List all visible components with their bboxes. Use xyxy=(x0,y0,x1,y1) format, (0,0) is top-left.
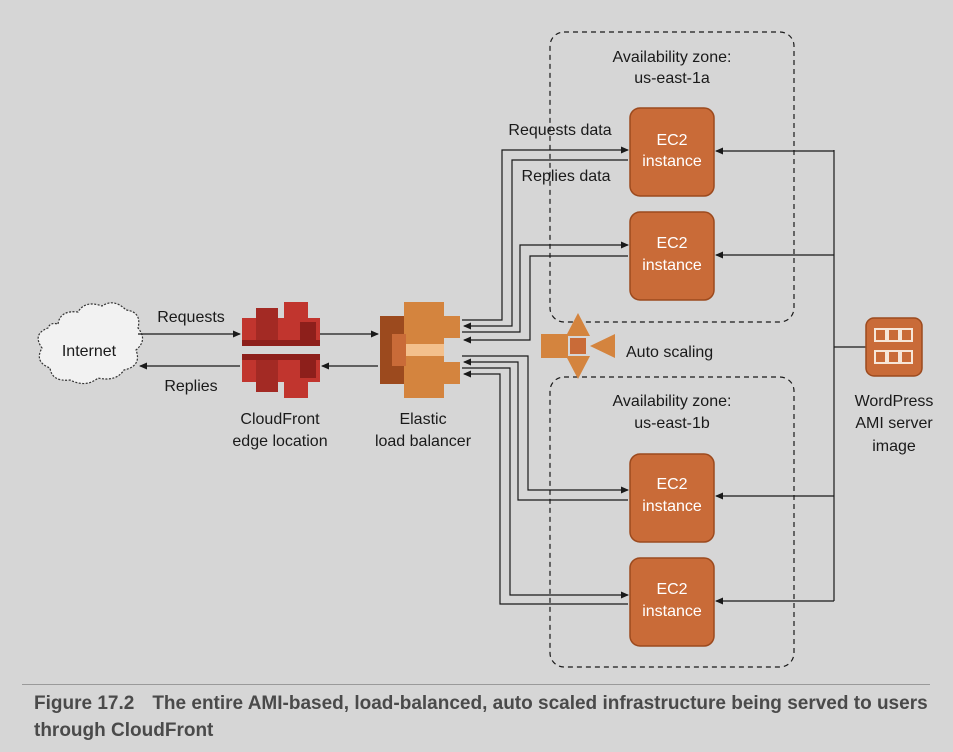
zone-a-name: us-east-1a xyxy=(634,70,710,87)
auto-scaling-label: Auto scaling xyxy=(626,344,713,361)
ec2-instance-4: EC2 instance xyxy=(629,557,715,647)
elb-label-2: load balancer xyxy=(375,433,472,450)
ec2-3-label-2: instance xyxy=(642,498,702,515)
ec2-2-label-1: EC2 xyxy=(656,235,687,252)
availability-zone-a xyxy=(549,31,795,323)
ec2-3-label-1: EC2 xyxy=(656,476,687,493)
elb-to-ec2-3-arrow xyxy=(462,355,629,494)
ec2-1-to-elb-arrow xyxy=(463,159,628,330)
ami-label-1: WordPress xyxy=(855,393,934,410)
ec2-1-label-1: EC2 xyxy=(656,132,687,149)
caption-rule xyxy=(22,684,930,685)
cloudfront-label-1: CloudFront xyxy=(240,411,320,428)
ami-label-2: AMI server xyxy=(855,415,933,432)
ec2-instance-3: EC2 instance xyxy=(629,453,715,543)
internet-label: Internet xyxy=(62,343,117,360)
replies-label: Replies xyxy=(164,378,217,395)
elb-to-ec2-2-arrow xyxy=(462,241,629,333)
requests-label: Requests xyxy=(157,309,225,326)
ec2-1-label-2: instance xyxy=(642,153,702,170)
requests-data-label: Requests data xyxy=(508,122,611,139)
caption-text: The entire AMI-based, load-balanced, aut… xyxy=(34,693,928,741)
ec2-4-label-2: instance xyxy=(642,603,702,620)
ec2-3-to-elb-arrow xyxy=(463,358,628,501)
load-balancer-icon xyxy=(380,302,460,398)
availability-zone-b xyxy=(549,376,795,668)
zone-b-name: us-east-1b xyxy=(634,415,710,432)
elb-label-1: Elastic xyxy=(399,411,446,428)
ec2-4-label-1: EC2 xyxy=(656,581,687,598)
ec2-2-label-2: instance xyxy=(642,257,702,274)
cloudfront-label-2: edge location xyxy=(232,433,327,450)
elb-to-ec2-1-arrow xyxy=(462,146,629,321)
replies-data-label: Replies data xyxy=(522,168,611,185)
figure-number: Figure 17.2 xyxy=(34,693,135,714)
elb-to-ec2-4-arrow xyxy=(462,367,629,599)
cloudfront-icon xyxy=(242,302,320,398)
internet-cloud-icon xyxy=(37,302,144,385)
ec2-4-to-elb-arrow xyxy=(463,370,628,605)
ami-server-image-icon xyxy=(865,317,923,377)
zone-a-title: Availability zone: xyxy=(613,49,732,66)
ec2-instance-1: EC2 instance xyxy=(629,107,715,197)
zone-b-title: Availability zone: xyxy=(613,393,732,410)
ami-label-3: image xyxy=(872,438,916,455)
auto-scaling-icon xyxy=(541,313,615,379)
architecture-diagram: Availability zone: us-east-1a Availabili… xyxy=(37,31,934,668)
ec2-2-to-elb-arrow xyxy=(463,255,628,344)
ec2-instance-2: EC2 instance xyxy=(629,211,715,301)
